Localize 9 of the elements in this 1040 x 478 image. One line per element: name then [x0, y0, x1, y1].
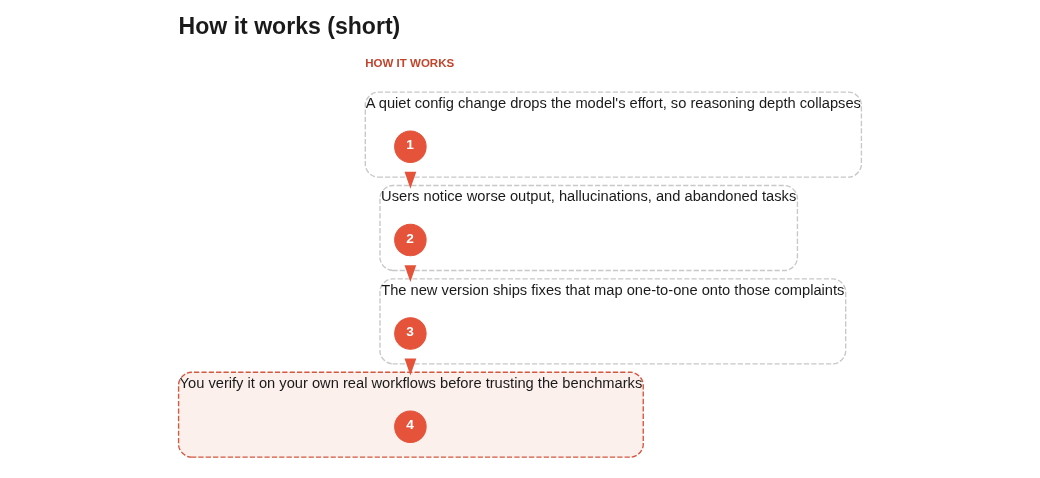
label: HOW IT WORKS: [365, 56, 455, 69]
arrow: [404, 171, 417, 189]
node-circle: 2: [394, 223, 427, 257]
arrow: [404, 358, 417, 376]
arrow: [404, 265, 417, 283]
node-circle: 3: [394, 317, 427, 350]
diagram-title: How it works (short): [178, 13, 401, 40]
node-circle: 1: [394, 130, 427, 163]
node-circle: 4: [394, 410, 427, 443]
